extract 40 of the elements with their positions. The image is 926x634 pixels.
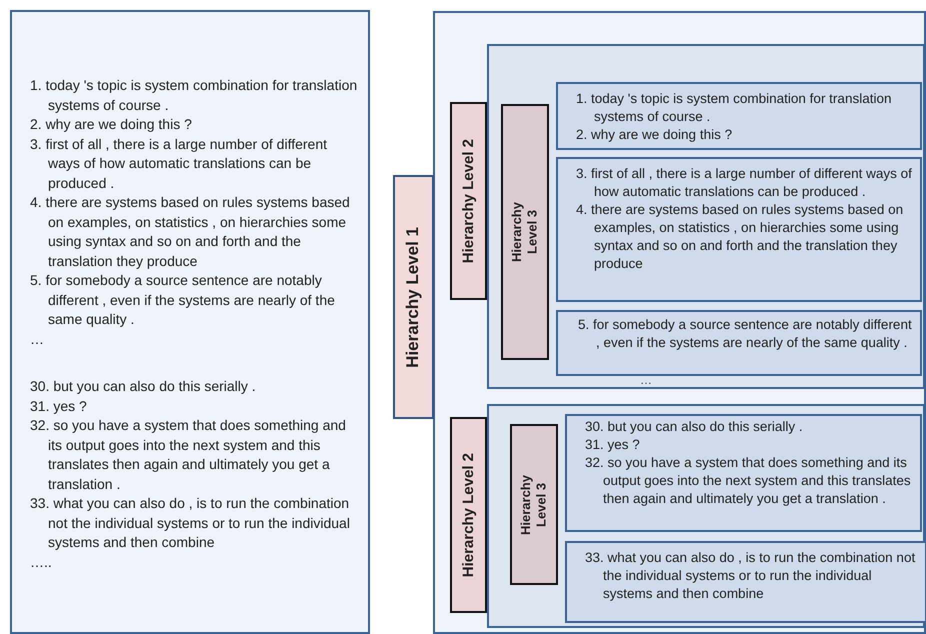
text-box xyxy=(556,310,922,376)
list-item: 32. so you have a system that does something and its output goes into the next system and this translates then again and ultimately you get a translation . xyxy=(584,454,912,508)
text-panel xyxy=(10,10,370,634)
list-item: 33. what you can also do , is to run the combination not the individual systems or to run the individual systems and then combine xyxy=(584,549,916,603)
list-item: 1. today 's topic is system combination for translation systems of course . xyxy=(575,90,892,126)
list-item: 32. so you have a system that does something and its output goes into the next system and this translates then again and ultimately you get a translation . xyxy=(29,416,347,494)
level-tab xyxy=(510,424,558,585)
list-item: … xyxy=(29,330,45,348)
list-item: 33. what you can also do , is to run the combination not the individual systems or to run the individual systems and then combine xyxy=(29,494,351,552)
level-tab xyxy=(450,102,487,300)
list-item: 4. there are systems based on rules systems based on examples, on statistics , on hierarchies some using syntax and so on and forth and the translation they produce xyxy=(575,201,904,273)
list-item: 30. but you can also do this serially . xyxy=(29,377,257,396)
list-item: 2. why are we doing this ? xyxy=(29,115,193,134)
text-box xyxy=(565,541,926,623)
tab-label: Hierarchy Level 2 xyxy=(460,138,478,264)
ellipsis: … xyxy=(640,373,652,387)
tab-label: Hierarchy Level 3 xyxy=(509,201,541,264)
list-item: 3. first of all , there is a large number of different ways of how automatic translations can be produced . xyxy=(29,134,328,193)
tab-label: Hierarchy Level 1 xyxy=(403,226,424,368)
list-item: 2. why are we doing this ? xyxy=(575,126,734,144)
level-tab xyxy=(393,175,434,419)
list-item: 5. for somebody a source sentence are notably different , even if the systems are nearly of the same quality . xyxy=(577,316,913,352)
list-item: 30. but you can also do this serially . xyxy=(584,418,804,436)
list-item: 5. for somebody a source sentence are notably different , even if the systems are nearly of the same quality . xyxy=(29,271,336,329)
tab-label: Hierarchy Level 3 xyxy=(518,474,550,536)
list-item: 3. first of all , there is a large number of different ways of how automatic translations can be produced . xyxy=(575,165,913,201)
level-tab xyxy=(501,104,549,360)
outer-panel xyxy=(433,11,926,634)
group-panel xyxy=(487,404,925,628)
list-item: 31. yes ? xyxy=(29,396,88,416)
text-box xyxy=(556,157,922,302)
list-item: ….. xyxy=(29,552,53,572)
level-tab xyxy=(450,417,487,613)
text-box xyxy=(556,82,922,150)
list-item: 31. yes ? xyxy=(584,436,641,454)
tab-label: Hierarchy Level 2 xyxy=(460,452,478,578)
text-box xyxy=(565,414,922,532)
group-panel xyxy=(487,44,925,389)
list-item: 1. today 's topic is system combination for translation systems of course . xyxy=(29,76,358,115)
list-item: 4. there are systems based on rules systems based on examples, on statistics , on hierarchies some using syntax and so on and forth and the translation they produce xyxy=(29,193,351,271)
